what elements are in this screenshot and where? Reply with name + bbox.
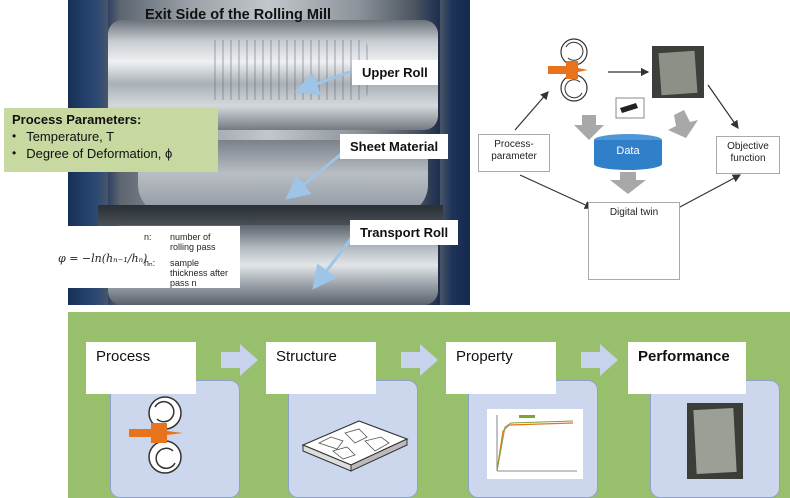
rolling-schematic-icon bbox=[129, 396, 183, 474]
param-temperature: Temperature, T bbox=[26, 129, 115, 144]
mini-sheet-icon bbox=[548, 61, 588, 79]
strip-sample bbox=[658, 50, 698, 96]
stress-strain-icon bbox=[487, 409, 583, 479]
formula-n-symbol: n: bbox=[144, 232, 152, 242]
process-parameters-box: Process Parameters: • Temperature, T • D… bbox=[4, 108, 218, 172]
digital-twin-node: Digital twin bbox=[588, 202, 680, 280]
grey-arrow-mill-to-data bbox=[574, 115, 604, 140]
neural-net-label: Neural Net bbox=[615, 248, 655, 257]
arrow-param-to-mill bbox=[514, 91, 549, 131]
transport-roll-label: Transport Roll bbox=[350, 220, 459, 245]
sheet-material-arrow bbox=[285, 148, 347, 200]
data-cylinder-bottom bbox=[594, 158, 662, 170]
performance-card bbox=[650, 380, 780, 498]
stage-label-structure: Structure bbox=[266, 342, 376, 394]
data-label: Data bbox=[616, 145, 640, 157]
formula-box: φ = −ln(hₙ₋₁/hₙ) n: number of rolling pa… bbox=[54, 226, 240, 288]
camera-icon bbox=[620, 103, 638, 113]
stage-performance: Performance bbox=[628, 342, 788, 498]
transport-roll-arrow bbox=[312, 231, 358, 290]
roll-texture bbox=[208, 40, 368, 100]
stage-structure: Structure bbox=[266, 342, 426, 498]
microstructure-icon bbox=[301, 420, 409, 472]
structure-card bbox=[288, 380, 418, 498]
stage-label-process: Process bbox=[86, 342, 196, 394]
stage-property: Property bbox=[446, 342, 606, 498]
pspp-strip: Process Structure Property bbox=[68, 312, 790, 498]
property-card bbox=[468, 380, 598, 498]
process-parameters-title: Process Parameters: bbox=[12, 112, 142, 127]
mini-rotation-icon bbox=[564, 79, 583, 99]
bullet-icon: • bbox=[12, 129, 17, 143]
upper-roll-label: Upper Roll bbox=[352, 60, 438, 85]
objective-function-node: Objective function bbox=[716, 136, 780, 174]
stage-label-performance: Performance bbox=[628, 342, 746, 394]
param-deformation: Degree of Deformation, ϕ bbox=[26, 146, 173, 161]
formula-n-note: n: number of rolling pass bbox=[144, 232, 236, 252]
strip-sample-photo bbox=[687, 403, 743, 479]
grey-arrow-data-to-twin bbox=[610, 172, 646, 194]
deformation-formula: φ = −ln(hₙ₋₁/hₙ) bbox=[58, 252, 148, 265]
callout-arrows bbox=[285, 70, 358, 290]
formula-hn-symbol: hₙ: bbox=[144, 258, 156, 268]
stage-label-property: Property bbox=[446, 342, 556, 394]
param-item: • Temperature, T bbox=[12, 128, 210, 145]
param-item: • Degree of Deformation, ϕ bbox=[12, 145, 210, 162]
arrow-strip-to-objective bbox=[707, 84, 739, 129]
grey-arrow-strip-to-data bbox=[668, 110, 698, 138]
bullet-icon: • bbox=[12, 146, 17, 160]
mini-rotation-icon bbox=[565, 41, 584, 61]
formula-hn-note: hₙ: sample thickness after pass n bbox=[144, 258, 236, 288]
formula-hn-desc: sample thickness after pass n bbox=[170, 258, 229, 288]
digital-twin-diagram: Process-parameter Objective function Dat… bbox=[470, 30, 790, 280]
sheet-material-label: Sheet Material bbox=[340, 134, 449, 159]
arrow-param-to-twin bbox=[519, 174, 594, 209]
stage-process: Process bbox=[86, 342, 240, 498]
formula-n-desc: number of rolling pass bbox=[170, 232, 216, 252]
process-parameter-node: Process-parameter bbox=[478, 134, 550, 172]
arrow-twin-to-objective bbox=[677, 174, 742, 209]
photo-title: Exit Side of the Rolling Mill bbox=[145, 7, 332, 23]
digital-twin-label: Digital twin bbox=[609, 207, 659, 218]
upper-roll-arrow bbox=[294, 70, 351, 96]
process-card bbox=[110, 380, 240, 498]
